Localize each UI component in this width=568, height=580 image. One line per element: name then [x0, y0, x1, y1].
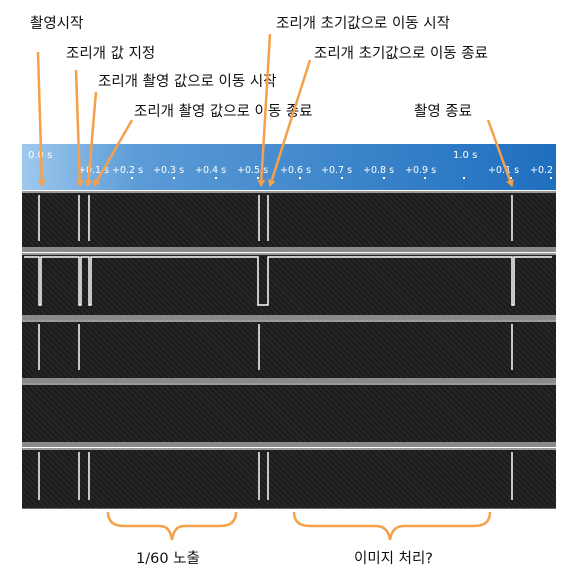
signal-track-1[interactable] [22, 191, 556, 248]
label-move-to-init-end: 조리개 초기값으로 이동 종료 [314, 46, 488, 62]
label-set-aperture-value: 조리개 값 지정 [66, 46, 156, 62]
timeline-marker [383, 177, 385, 179]
track-3-signal-lines [38, 324, 513, 370]
label-exposure: 1/60 노출 [136, 551, 200, 567]
label-move-to-capture-end: 조리개 촬영 값으로 이동 종료 [134, 104, 313, 120]
timeline-marker [510, 177, 512, 179]
signal-track-2[interactable] [22, 253, 556, 316]
timeline-tick: +0.3 s [153, 165, 185, 176]
track-separator [22, 442, 556, 447]
timeline-marker [215, 177, 217, 179]
label-move-to-capture-start: 조리개 촬영 값으로 이동 시작 [98, 74, 277, 90]
label-image-processing: 이미지 처리? [354, 551, 434, 567]
timeline-tick: +0.4 s [195, 165, 227, 176]
track-2-signal-waveform [24, 256, 552, 306]
timeline-marker [550, 177, 552, 179]
label-capture-start: 촬영시작 [30, 16, 84, 32]
timeline-marker [257, 177, 259, 179]
signal-track-4[interactable] [22, 383, 556, 443]
timeline-marker [173, 177, 175, 179]
timeline-tick: +0.9 s [405, 165, 437, 176]
timeline-tick: +0.6 s [280, 165, 312, 176]
timeline-tick: +0.2 s [112, 165, 144, 176]
brace-exposure [106, 511, 238, 541]
track-separator [22, 247, 556, 252]
timeline-tick: +0.5 s [237, 165, 269, 176]
timeline-tick: +0.1 s [78, 165, 110, 176]
annotation-arrows [36, 33, 514, 187]
timeline-tick: +0.1 s [488, 165, 520, 176]
timeline-marker [131, 177, 133, 179]
timeline-marker [424, 177, 426, 179]
track-1-signal-lines [38, 195, 513, 241]
track-separator [22, 378, 556, 383]
timeline-marker [463, 177, 465, 179]
timeline-marker [341, 177, 343, 179]
timeline-marker [299, 177, 301, 179]
signal-track-5[interactable] [22, 448, 556, 509]
label-move-to-init-start: 조리개 초기값으로 이동 시작 [276, 16, 450, 32]
brace-image-processing [292, 511, 492, 541]
timeline-ruler[interactable]: 0.0 s 1.0 s +0.1 s +0.2 s +0.3 s +0.4 s … [22, 144, 556, 190]
timeline-tick: +0.7 s [321, 165, 353, 176]
timeline-tick: +0.2 [530, 165, 554, 176]
track-5-signal-lines [38, 452, 513, 500]
track-separator [22, 315, 556, 320]
timeline-tick: +0.8 s [363, 165, 395, 176]
label-capture-end: 촬영 종료 [414, 104, 472, 120]
timeline-major-label-mid: 1.0 s [453, 150, 478, 161]
